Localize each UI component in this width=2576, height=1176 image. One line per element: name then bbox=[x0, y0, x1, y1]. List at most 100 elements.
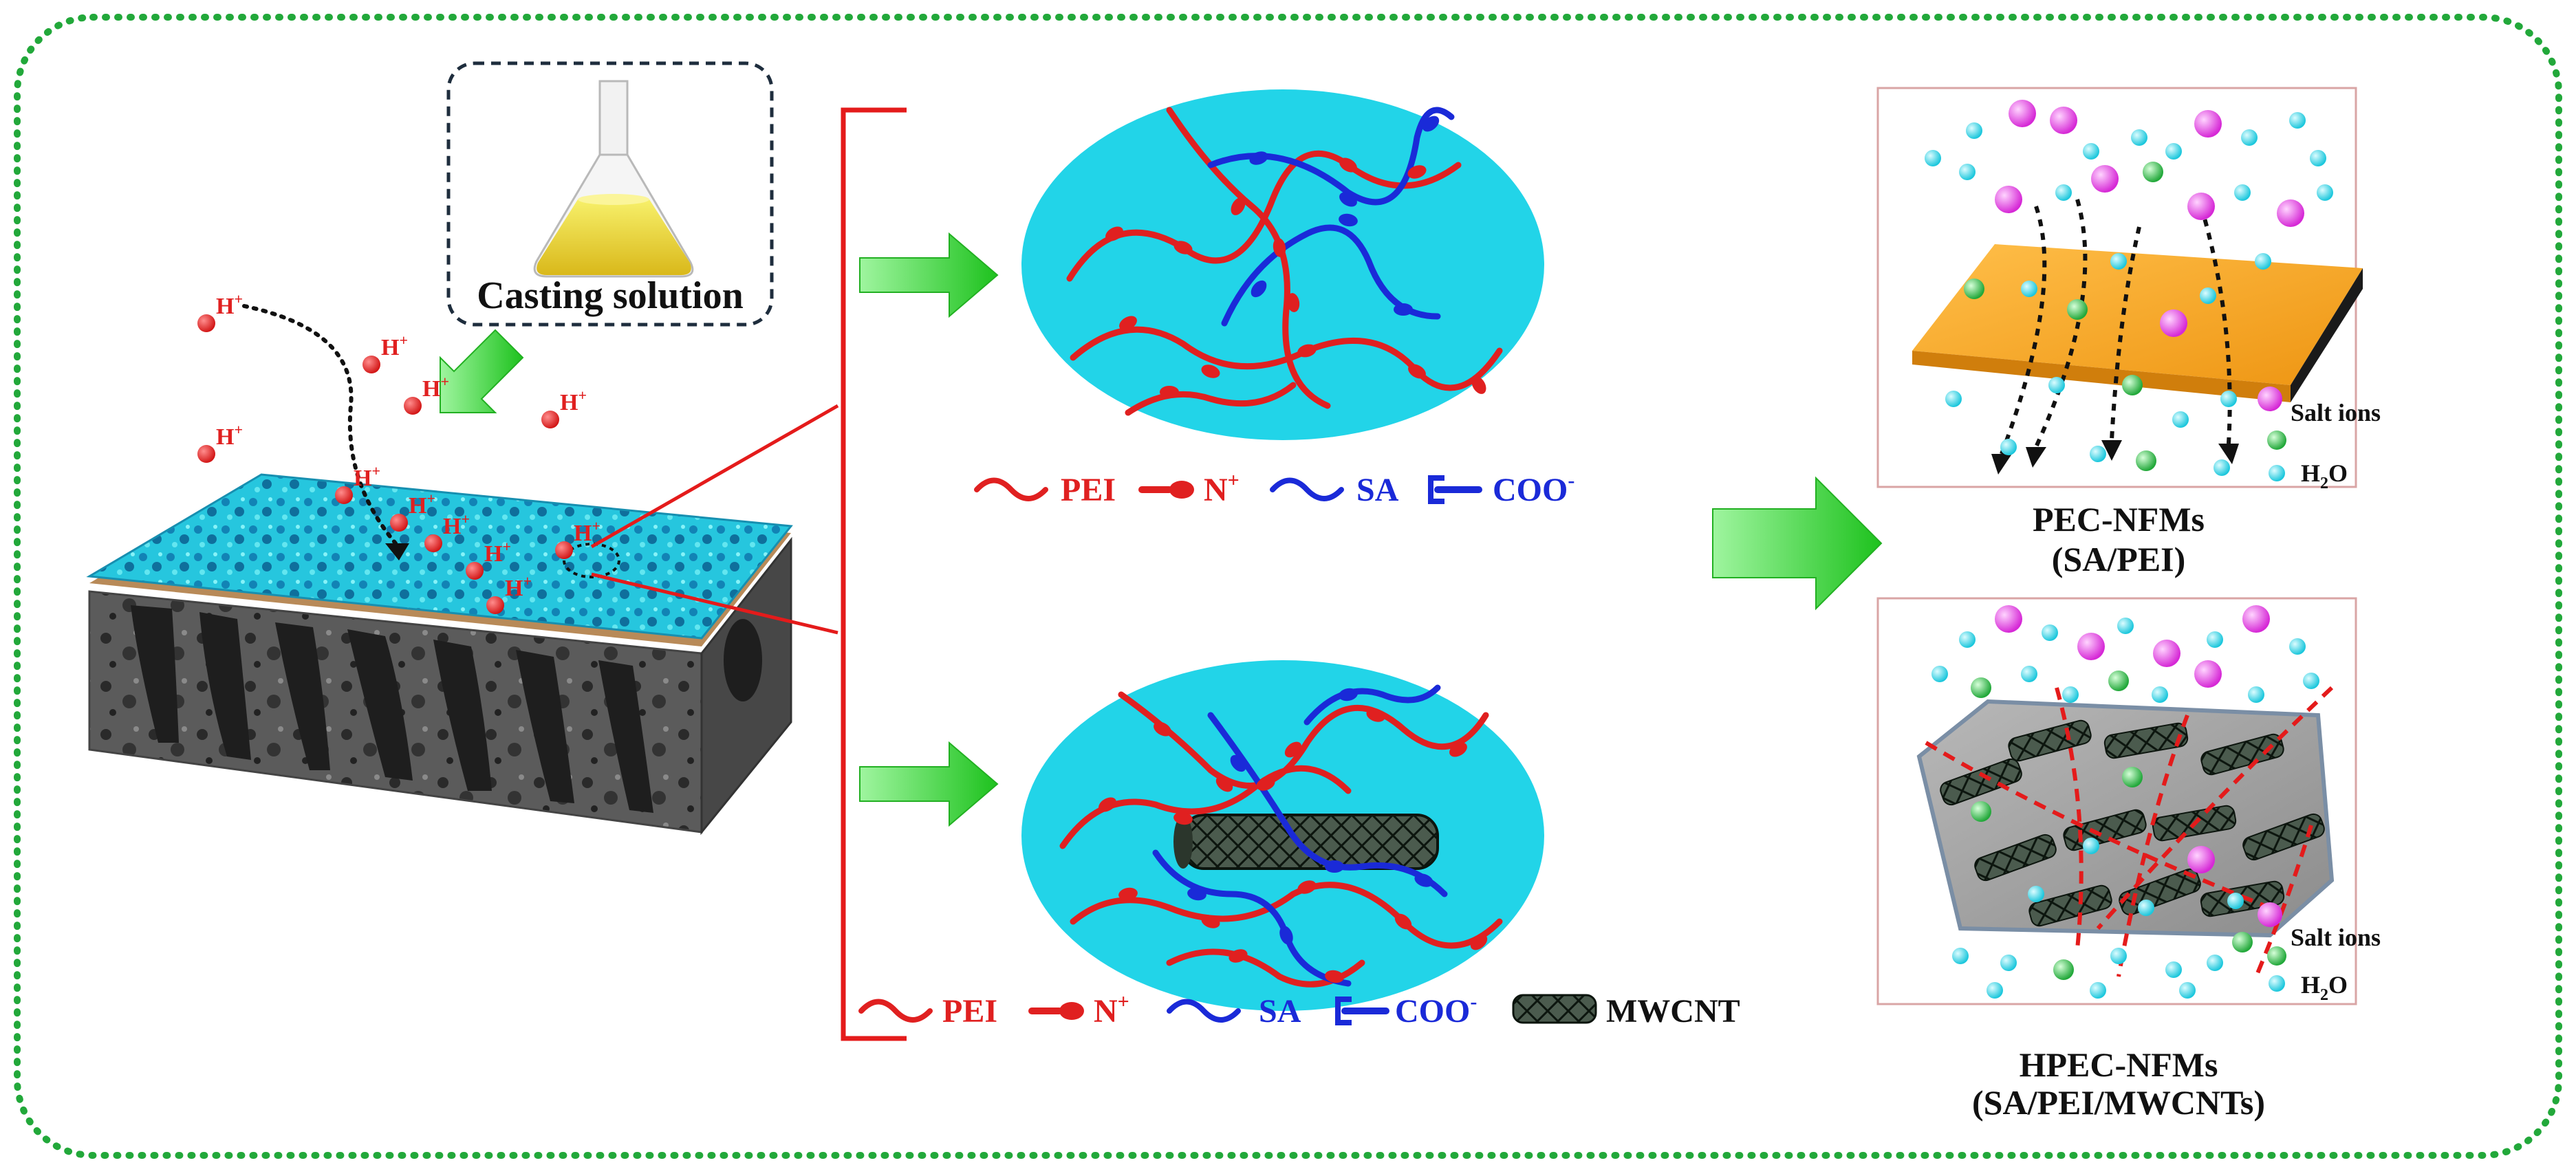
salt-ion bbox=[2160, 309, 2187, 337]
casting-solution-box: Casting solution bbox=[446, 61, 774, 327]
legend-coo-label: COO- bbox=[1493, 469, 1574, 508]
legend2-sa-label: SA bbox=[1259, 993, 1301, 1030]
macrovoids bbox=[131, 605, 762, 813]
salt-ion bbox=[2194, 110, 2222, 138]
coo-bead bbox=[1249, 151, 1268, 165]
legend-sa-swatch bbox=[1270, 477, 1344, 501]
nplus-bead bbox=[1098, 797, 1116, 812]
nplus-bead bbox=[1366, 708, 1385, 722]
pec-membrane-front bbox=[1912, 351, 2291, 402]
water-molecule bbox=[2062, 686, 2079, 703]
membrane-block bbox=[86, 473, 793, 836]
mwcnt-bundle bbox=[2063, 809, 2147, 851]
legend2-sa-swatch bbox=[1167, 999, 1241, 1023]
water-molecule bbox=[2310, 150, 2326, 166]
legend-top: PEI N+ SA COO- bbox=[974, 469, 1574, 508]
zoom-line-bottom bbox=[591, 572, 838, 635]
pec-flow-arrowheads bbox=[1991, 440, 2239, 475]
salt-ion bbox=[2187, 846, 2215, 873]
proton-path-arrowhead bbox=[385, 543, 409, 560]
mwcnt-bundle bbox=[2028, 884, 2112, 927]
nplus-bead bbox=[1297, 880, 1317, 894]
proton-ion: H+ bbox=[466, 538, 511, 580]
pec-caption-line2: (SA/PEI) bbox=[2052, 540, 2185, 578]
legend-sa-label: SA bbox=[1356, 472, 1399, 508]
salt-ion bbox=[2242, 605, 2270, 633]
mwcnt-bundle bbox=[2008, 719, 2092, 762]
water-molecule bbox=[2200, 287, 2216, 304]
water-molecule bbox=[2214, 459, 2230, 476]
green-ion bbox=[2136, 450, 2156, 471]
pec-salt-ions-label: Salt ions bbox=[2291, 399, 2381, 426]
salt-ion bbox=[1995, 186, 2022, 213]
water-molecule bbox=[2131, 129, 2147, 146]
salt-ion bbox=[2194, 660, 2222, 688]
green-ion bbox=[2053, 959, 2074, 980]
proton-ion: H+ bbox=[390, 490, 435, 532]
water-molecule bbox=[2207, 631, 2223, 648]
water-molecule bbox=[2220, 391, 2237, 407]
proton-diffusion-path bbox=[242, 304, 398, 545]
coo-bead bbox=[1414, 873, 1433, 887]
proton-label: H+ bbox=[484, 538, 511, 567]
mwcnt-bundle bbox=[2200, 733, 2284, 776]
water-molecule bbox=[2055, 184, 2072, 201]
proton-ion: H+ bbox=[197, 421, 243, 463]
coo-bead bbox=[1339, 192, 1357, 207]
mwcnt-bundle bbox=[2242, 813, 2325, 861]
nplus-bead bbox=[1160, 386, 1179, 398]
nplus-bead bbox=[1297, 344, 1317, 358]
nplus-bead bbox=[1256, 777, 1275, 791]
nplus-bead bbox=[1173, 812, 1193, 825]
pec-membrane-side bbox=[2291, 268, 2363, 402]
coo-bead bbox=[1230, 754, 1246, 772]
water-molecule bbox=[2000, 439, 2017, 455]
coo-bead bbox=[1422, 116, 1440, 132]
proton-ion: H+ bbox=[404, 373, 449, 415]
salt-ion bbox=[2091, 165, 2119, 193]
water-molecule bbox=[2165, 961, 2182, 978]
water-molecule bbox=[2090, 982, 2106, 999]
green-arrow-to-panels bbox=[1712, 476, 1883, 611]
proton-ion: H+ bbox=[197, 290, 243, 332]
nplus-bead bbox=[1231, 197, 1246, 215]
green-arrow-to-bottom-ellipse bbox=[859, 741, 999, 827]
proton-ion: H+ bbox=[486, 572, 532, 614]
water-molecule bbox=[2090, 446, 2106, 462]
water-molecule bbox=[2255, 253, 2271, 270]
legend-pei-swatch bbox=[974, 477, 1048, 501]
nplus-bead bbox=[1201, 364, 1220, 378]
nplus-bead bbox=[1229, 949, 1248, 963]
water-molecule bbox=[1931, 666, 1948, 682]
grouping-bracket bbox=[841, 107, 907, 1041]
green-ion bbox=[2122, 767, 2143, 787]
nplus-bead bbox=[1449, 742, 1467, 757]
proton-ion: H+ bbox=[335, 462, 380, 504]
hpec-caption-line2: (SA/PEI/MWCNTs) bbox=[1972, 1083, 2265, 1122]
nplus-bead bbox=[1118, 887, 1138, 901]
mwcnt-bundle bbox=[1974, 834, 2057, 882]
nplus-bead bbox=[1119, 316, 1137, 331]
green-ion bbox=[1964, 279, 1984, 299]
legend-nplus-label: N+ bbox=[1204, 469, 1240, 508]
salt-ion bbox=[1995, 605, 2022, 633]
water-molecule bbox=[2248, 686, 2264, 703]
proton-ion: H+ bbox=[555, 517, 600, 559]
water-molecule bbox=[2179, 982, 2196, 999]
legend2-pei-swatch bbox=[858, 999, 933, 1023]
mwcnt-tube bbox=[1173, 814, 1439, 870]
proton-label: H+ bbox=[216, 290, 243, 319]
salt-ion bbox=[2187, 193, 2215, 220]
pec-caption-line1: PEC-NFMs bbox=[2033, 500, 2205, 538]
legend2-nplus-label: N+ bbox=[1094, 990, 1129, 1030]
legend-bottom: PEI N+ SA COO- MWCNT bbox=[858, 990, 1740, 1030]
coo-bead bbox=[1394, 303, 1413, 316]
top-ellipse-pec bbox=[1021, 89, 1544, 440]
legend2-pei-label: PEI bbox=[942, 993, 997, 1030]
water-molecule bbox=[2083, 143, 2099, 160]
proton-label: H+ bbox=[354, 462, 380, 491]
water-molecule bbox=[2021, 281, 2037, 297]
nplus-bead bbox=[1173, 241, 1193, 254]
